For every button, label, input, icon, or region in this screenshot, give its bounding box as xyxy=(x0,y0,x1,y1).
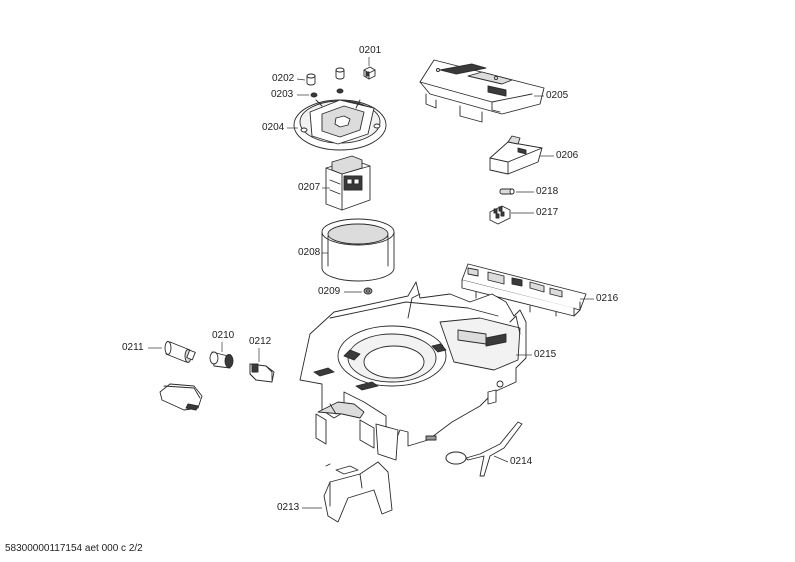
label-0203: 0203 xyxy=(271,89,294,100)
label-0204: 0204 xyxy=(262,122,285,133)
part-0212-switch xyxy=(249,363,275,383)
part-0216-control-board xyxy=(461,263,587,317)
handle-grip xyxy=(159,383,203,411)
label-0215: 0215 xyxy=(534,349,557,360)
label-0202: 0202 xyxy=(272,73,295,84)
part-0209-washer xyxy=(363,287,373,295)
document-number: 58300000117154 aet 000 c 2/2 xyxy=(5,543,143,554)
label-0217: 0217 xyxy=(536,207,559,218)
part-0217-terminal xyxy=(489,205,511,225)
part-0203-nut xyxy=(310,88,344,98)
part-0204-base-plate xyxy=(293,99,387,151)
part-0213-curved-cover xyxy=(323,461,393,523)
part-0207-pump-block xyxy=(325,155,371,211)
label-0214: 0214 xyxy=(510,456,533,467)
part-0211-plug xyxy=(164,341,196,363)
label-0212: 0212 xyxy=(249,336,272,347)
part-0208-ring xyxy=(321,218,395,282)
part-0214-float-arm xyxy=(445,421,523,477)
part-0201-clip xyxy=(363,66,376,80)
part-0202-cap xyxy=(306,67,345,86)
label-0201: 0201 xyxy=(359,45,382,56)
part-0215-main-housing xyxy=(299,281,527,461)
label-0218: 0218 xyxy=(536,186,559,197)
label-0216: 0216 xyxy=(596,293,619,304)
label-0206: 0206 xyxy=(556,150,579,161)
label-0210: 0210 xyxy=(212,330,235,341)
label-0207: 0207 xyxy=(298,182,321,193)
label-0213: 0213 xyxy=(277,502,300,513)
label-0209: 0209 xyxy=(318,286,341,297)
part-0218-pin xyxy=(499,188,515,195)
leader-lines xyxy=(148,57,594,509)
label-0208: 0208 xyxy=(298,247,321,258)
label-0211: 0211 xyxy=(122,342,144,353)
label-0205: 0205 xyxy=(546,90,569,101)
part-0205-control-panel xyxy=(419,59,545,123)
part-0210-knob xyxy=(209,351,234,369)
part-0206-bracket xyxy=(489,135,543,175)
